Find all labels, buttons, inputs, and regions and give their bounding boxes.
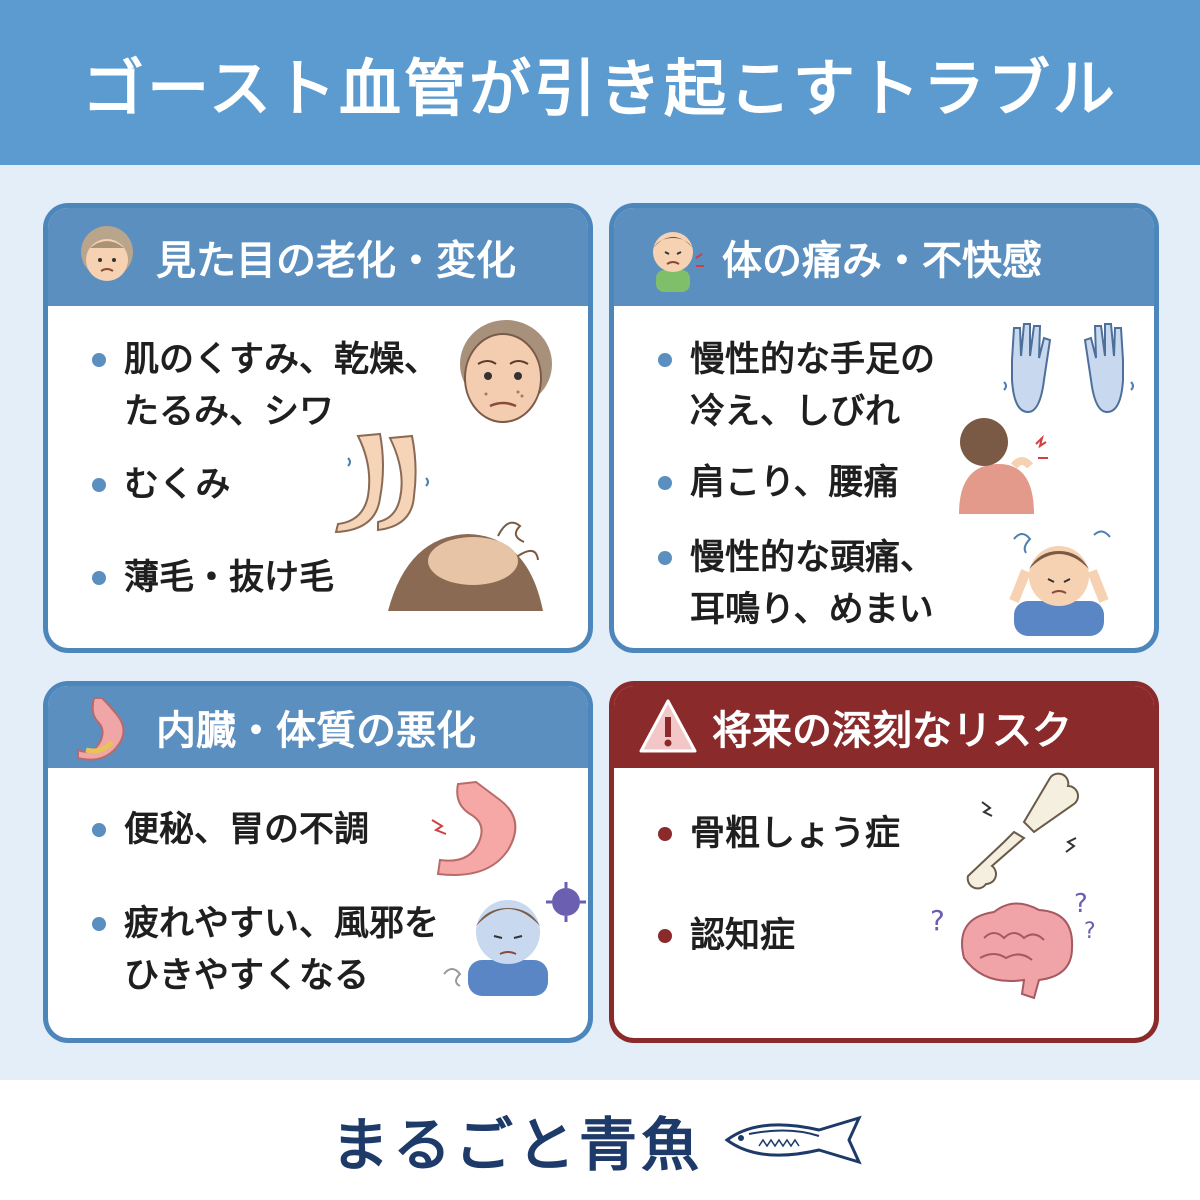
list-item: 慢性的な手足の 冷え、しびれ — [658, 334, 935, 438]
item-text: 薄毛・抜け毛 — [124, 558, 335, 598]
aging-face-illustration — [460, 320, 552, 423]
swollen-legs-illustration — [334, 432, 429, 534]
panel-internal-header: 内臓・体質の悪化 — [48, 686, 588, 768]
bullet — [92, 823, 106, 837]
bullet — [658, 551, 672, 565]
broken-bone-illustration — [966, 772, 1079, 890]
list-item: むくみ — [92, 459, 230, 511]
list-item: 肩こり、腰痛 — [658, 457, 899, 509]
panel-risk-header: 将来の深刻なリスク — [614, 686, 1154, 768]
item-text: 骨粗しょう症 — [690, 814, 901, 854]
cold-hands-illustration — [1003, 323, 1134, 414]
panel-pain: 体の痛み・不快感 慢性的な手足の 冷え、しびれ 肩こり、腰痛 慢性的な頭痛、 耳… — [614, 208, 1154, 648]
bullet — [92, 353, 106, 367]
panel-appearance-header: 見た目の老化・変化 — [48, 208, 588, 306]
list-item: 薄毛・抜け毛 — [92, 552, 334, 604]
bullet — [658, 929, 672, 943]
svg-text:?: ? — [930, 904, 945, 937]
list-item: 骨粗しょう症 — [658, 808, 900, 860]
footer: まるごと青魚 — [0, 1080, 1200, 1200]
bullet — [658, 476, 672, 490]
sad-boy-icon — [653, 232, 704, 292]
bullet — [92, 478, 106, 492]
bullet — [658, 827, 672, 841]
item-text: 肩こり、腰痛 — [690, 463, 899, 503]
tired-boy-illustration — [443, 882, 586, 996]
list-item: 認知症 — [658, 910, 795, 962]
stomach-icon — [77, 697, 125, 761]
bullet — [92, 917, 106, 931]
item-text: 慢性的な手足の 冷え、しびれ — [690, 340, 936, 432]
item-text: 慢性的な頭痛、 耳鳴り、めまい — [690, 538, 936, 630]
bullet — [92, 571, 106, 585]
svg-text:?: ? — [1074, 889, 1088, 919]
item-text: 肌のくすみ、乾燥、 たるみ、シワ — [124, 340, 440, 432]
item-text: 疲れやすい、風邪を ひきやすくなる — [124, 904, 440, 996]
item-text: むくみ — [124, 465, 231, 505]
panel-internal-title: 内臓・体質の悪化 — [156, 708, 476, 754]
header: ゴースト血管が引き起こすトラブル — [0, 0, 1200, 165]
elderly-woman-icon — [81, 226, 133, 281]
panel-pain-title: 体の痛み・不快感 — [722, 238, 1042, 284]
panel-pain-header: 体の痛み・不快感 — [614, 208, 1154, 306]
list-item: 疲れやすい、風邪を ひきやすくなる — [92, 898, 439, 1002]
brand-name: まるごと青魚 — [330, 1111, 703, 1179]
panel-appearance-title: 見た目の老化・変化 — [156, 238, 516, 284]
panel-appearance: 見た目の老化・変化 肌のくすみ、乾燥、 たるみ、シワ むくみ 薄毛・抜け毛 — [48, 208, 588, 648]
list-item: 慢性的な頭痛、 耳鳴り、めまい — [658, 532, 935, 636]
page-title: ゴースト血管が引き起こすトラブル — [82, 51, 1118, 125]
panel-risk: 将来の深刻なリスク 骨粗しょう症 認知症 ? ? ? — [614, 686, 1154, 1038]
brain-illustration: ? ? ? — [930, 889, 1096, 1000]
headache-boy-illustration — [1009, 530, 1111, 636]
panel-risk-title: 将来の深刻なリスク — [712, 708, 1072, 754]
item-text: 便秘、胃の不調 — [124, 810, 370, 850]
fish-logo-icon — [724, 1115, 862, 1165]
list-item: 便秘、胃の不調 — [92, 804, 369, 856]
bullet — [658, 353, 672, 367]
stomach-illustration — [431, 780, 517, 876]
thinning-hair-illustration — [388, 521, 543, 611]
list-item: 肌のくすみ、乾燥、 たるみ、シワ — [92, 334, 439, 438]
panel-internal: 内臓・体質の悪化 便秘、胃の不調 疲れやすい、風邪を ひきやすくなる — [48, 686, 588, 1038]
svg-text:?: ? — [1084, 919, 1096, 944]
item-text: 認知症 — [690, 916, 796, 956]
warning-icon — [639, 699, 697, 753]
shoulder-pain-illustration — [959, 418, 1048, 514]
